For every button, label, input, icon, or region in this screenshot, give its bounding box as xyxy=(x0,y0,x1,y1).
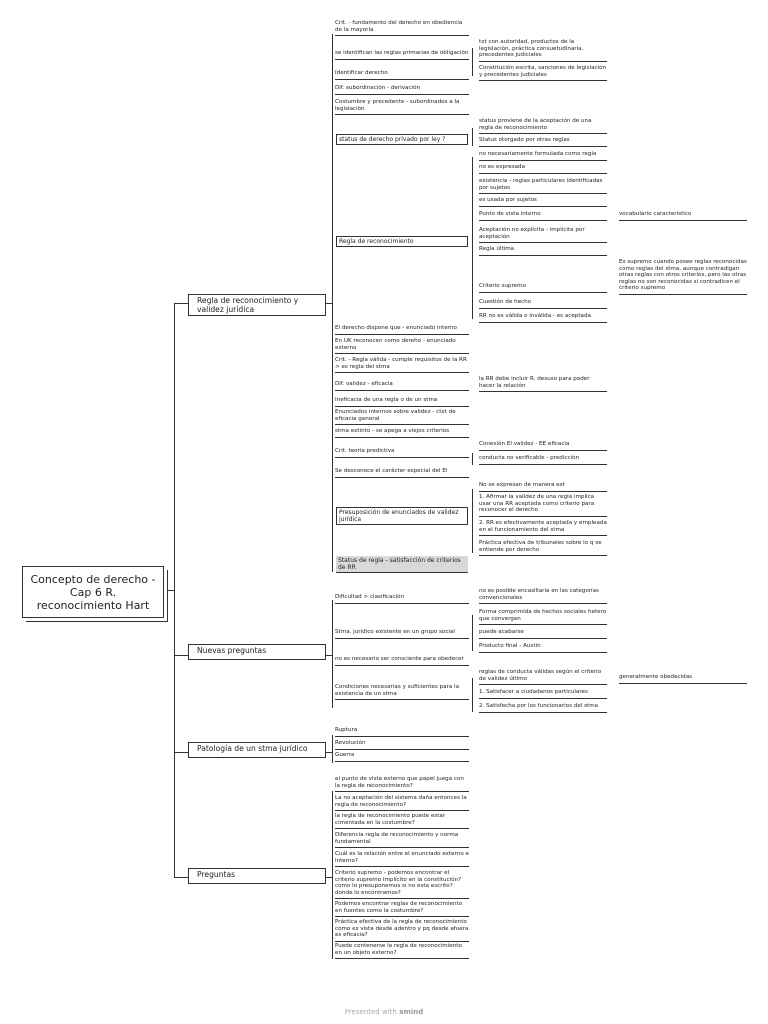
rr-subitem[interactable]: existencia - reglas particulares identif… xyxy=(479,178,607,195)
rr-subitem[interactable]: es usada por sujetos xyxy=(479,197,607,207)
topic-preguntas[interactable]: Preguntas xyxy=(188,868,326,884)
regla-item[interactable]: Crit. teoría predictiva xyxy=(335,448,469,458)
rr-subitem[interactable]: Criterio supremo xyxy=(479,283,607,293)
pregunta-item[interactable]: Práctica efectiva de la regla de reconoc… xyxy=(335,919,469,942)
patologia-item[interactable]: Revolución xyxy=(335,740,469,750)
pregunta-item[interactable]: la regla de reconocimiento puede estar c… xyxy=(335,813,469,830)
topic-regla-reconocimiento[interactable]: Regla de reconocimiento y validez jurídi… xyxy=(188,294,326,316)
nuevas-subitem[interactable]: no es posible encasillaria en las catego… xyxy=(479,588,607,605)
nuevas-subitem[interactable]: 1. Satisfacer a ciudadanos particulares xyxy=(479,689,607,699)
rr-subitem[interactable]: no es expresada xyxy=(479,164,607,174)
nuevas-subitem[interactable]: puede acabarse xyxy=(479,629,607,639)
regla-item[interactable]: En UK reconocen como dereho - enunciado … xyxy=(335,338,469,355)
regla-item[interactable]: Crit. - fundamento del derecho en obedie… xyxy=(335,20,469,37)
rr-subitem[interactable]: Punto de vista interno xyxy=(479,211,607,221)
regla-subitem[interactable]: Conexión El validez - EE eficacia xyxy=(479,441,607,451)
nuevas-item[interactable]: no es necesario ser consciente para obed… xyxy=(335,656,469,666)
nuevas-item[interactable]: Condiciones necesarias y suficientes par… xyxy=(335,684,469,701)
rr-subitem[interactable]: Cuestión de hecho xyxy=(479,299,607,309)
pregunta-item[interactable]: Diferencia regla de reconocimiento y nor… xyxy=(335,832,469,849)
regla-item-status[interactable]: status de derecho privado por ley ? xyxy=(336,134,468,145)
nuevas-subitem[interactable]: Forma comprimida de hechos sociales hete… xyxy=(479,609,607,626)
regla-subitem[interactable]: Constitución escrita, sanciones de legis… xyxy=(479,65,607,82)
regla-item-presuposicion[interactable]: Presuposición de enunciados de validez j… xyxy=(336,507,468,525)
rr-subitem-deep[interactable]: Es supremo cuando posee reglas reconocid… xyxy=(619,259,747,295)
regla-item[interactable]: se identifican las reglas primarias de o… xyxy=(335,50,469,60)
pregunta-item[interactable]: La no aceptación del sistema daña entonc… xyxy=(335,795,469,812)
regla-item[interactable]: El derecho dispone que - enunciado inter… xyxy=(335,325,469,335)
regla-subitem[interactable]: Práctica efectiva de tribunales sobre lo… xyxy=(479,540,607,557)
pregunta-item[interactable]: el punto de vista externo que papel jueg… xyxy=(335,776,469,793)
rr-subitem[interactable]: Regla última xyxy=(479,246,607,256)
regla-item-rr[interactable]: Regla de reconocimiento xyxy=(336,236,468,247)
regla-item[interactable]: Dif. validez - eficacia xyxy=(335,381,469,391)
nuevas-subitem-deep[interactable]: generalmente obedecidas xyxy=(619,674,747,684)
rr-subitem[interactable]: Aceptación no explícita - implícita por … xyxy=(479,227,607,244)
nuevas-subitem[interactable]: Producto final - Austin xyxy=(479,643,607,653)
root-topic[interactable]: Concepto de derecho - Cap 6 R. reconocim… xyxy=(22,566,164,618)
regla-item[interactable]: Costumbre y precedente - subordinados a … xyxy=(335,99,469,116)
regla-subitem[interactable]: la RR debe incluir R. desuso para poder … xyxy=(479,376,607,393)
regla-item-status-regla[interactable]: Status de regla - satisfacción de criter… xyxy=(336,556,468,573)
pregunta-item[interactable]: Puede contenerse la regla de reconocimie… xyxy=(335,943,469,960)
regla-subitem[interactable]: 1. Afirmar la validez de una regla impli… xyxy=(479,494,607,517)
regla-item[interactable]: Dif. subordinación - derivación xyxy=(335,85,469,95)
regla-subitem[interactable]: txt con autoridad, productos de la legis… xyxy=(479,39,607,62)
topic-patologia[interactable]: Patología de un stma jurídico xyxy=(188,742,326,758)
regla-item[interactable]: Ineficacia de una regla o de un stma xyxy=(335,397,469,407)
regla-subitem[interactable]: status proviene de la aceptación de una … xyxy=(479,118,607,135)
nuevas-item[interactable]: Dificultad > clasificación xyxy=(335,594,469,604)
patologia-item[interactable]: Ruptura xyxy=(335,727,469,737)
regla-item[interactable]: stma extinto - se apega a viejos criteri… xyxy=(335,428,469,438)
nuevas-item[interactable]: Stma. jurídico existente en un grupo soc… xyxy=(335,629,469,639)
footer-branding: Presented with xmind xyxy=(0,1008,768,1016)
nuevas-subitem[interactable]: 2. Satisfecha por los funcionarios del s… xyxy=(479,703,607,713)
rr-subitem[interactable]: no necesariamente formulada como regla xyxy=(479,151,607,161)
regla-subitem[interactable]: Status otorgado por otras reglas xyxy=(479,137,607,147)
xmind-logo: xmind xyxy=(399,1008,424,1016)
rr-subitem[interactable]: RR no es válida o inválida - es aceptada xyxy=(479,313,607,323)
regla-item[interactable]: Se desconoce el carácter especial del El xyxy=(335,468,469,478)
regla-subitem[interactable]: No se expresan de manera ext xyxy=(479,482,607,492)
regla-subitem[interactable]: conducta no verificable - predicción xyxy=(479,455,607,465)
pregunta-item[interactable]: Podemos encontrar reglas de reconocimien… xyxy=(335,901,469,918)
nuevas-subitem[interactable]: reglas de conducta válidas según el crit… xyxy=(479,669,607,686)
topic-nuevas-preguntas[interactable]: Nuevas preguntas xyxy=(188,644,326,660)
patologia-item[interactable]: Guerra xyxy=(335,752,469,762)
footer-prefix: Presented with xyxy=(344,1008,397,1016)
rr-subitem-deep[interactable]: vocabulario característico xyxy=(619,211,747,221)
regla-subitem[interactable]: 2. RR es efectivamente aceptada y emplea… xyxy=(479,520,607,537)
regla-item[interactable]: Identificar derecho xyxy=(335,70,469,80)
pregunta-item[interactable]: Criterio supremo - podemos encontrar el … xyxy=(335,870,469,900)
pregunta-item[interactable]: Cuál es la relación entre el enunciado e… xyxy=(335,851,469,868)
regla-item[interactable]: Enunciados internos sobre validez - ctxt… xyxy=(335,409,469,426)
regla-item[interactable]: Crit. - Regla válida - cumple requisitos… xyxy=(335,357,469,374)
